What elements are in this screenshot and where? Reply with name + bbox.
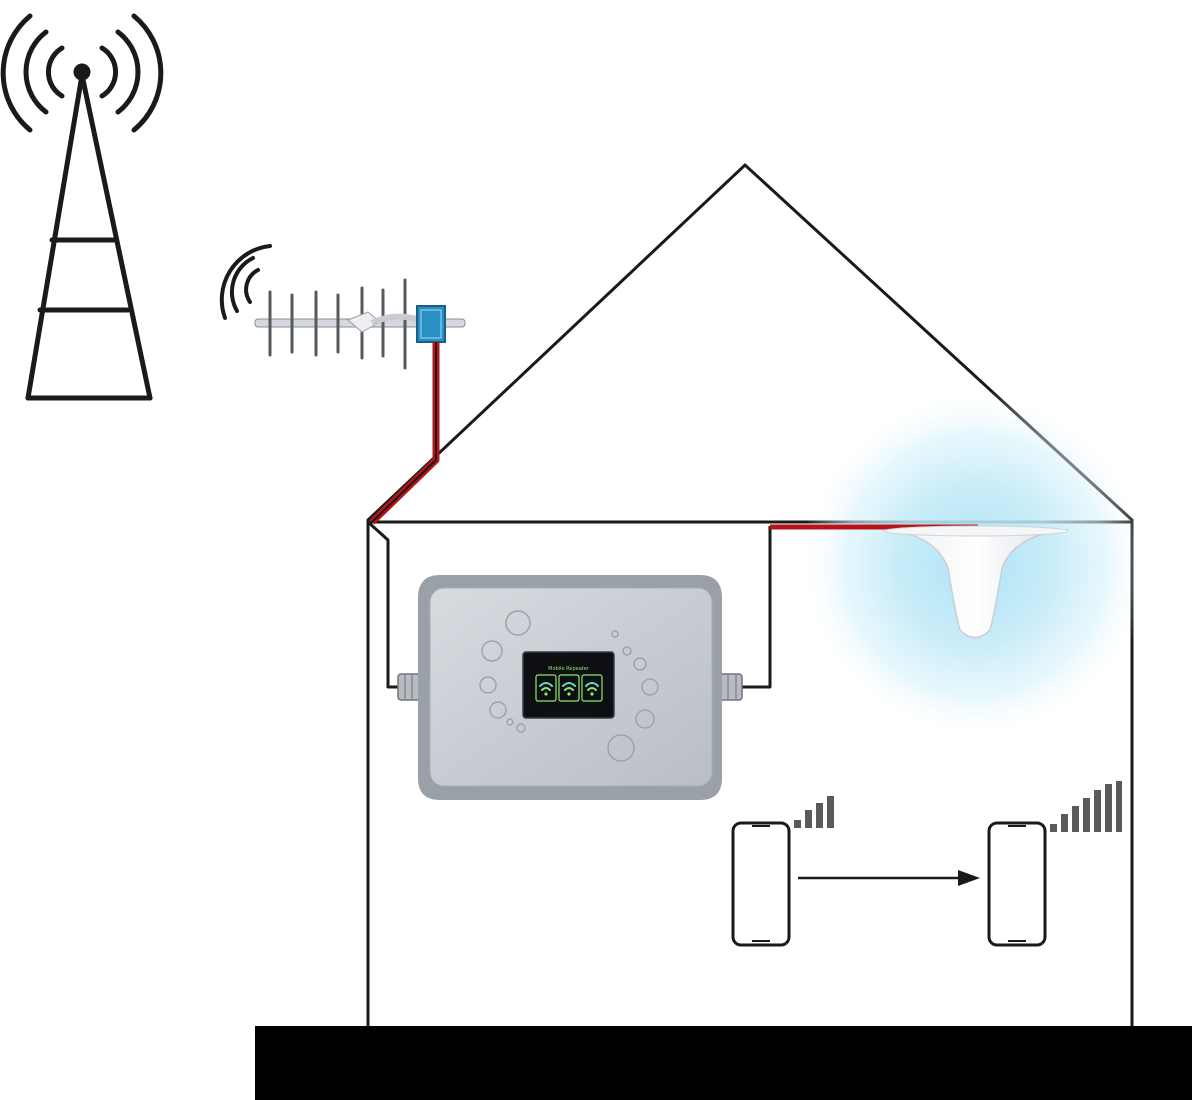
antenna-signal-waves-icon	[219, 244, 272, 320]
repeater-lcd-screen	[522, 651, 615, 719]
signal-repeater-icon: Mobile Repeater	[397, 575, 743, 800]
phone-after	[987, 781, 1122, 947]
signal-bars-strong-icon	[1050, 781, 1122, 832]
ceiling-antenna-icon	[883, 525, 1069, 639]
phone-before	[731, 796, 834, 947]
cell-tower-icon	[0, 13, 164, 401]
signal-bars-weak-icon	[794, 796, 834, 828]
yagi-antenna-icon	[254, 278, 466, 370]
smartphone-icon	[987, 821, 1047, 947]
repeater-screen-label: Mobile Repeater	[548, 666, 590, 672]
ground	[255, 1026, 1192, 1100]
smartphone-icon	[731, 821, 791, 947]
improvement-arrow-icon	[798, 870, 980, 886]
